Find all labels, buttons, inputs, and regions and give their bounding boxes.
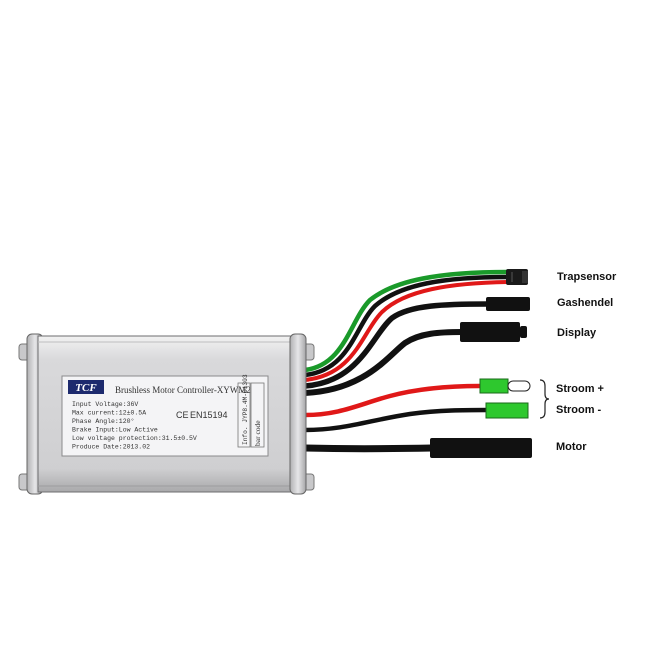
info-label: Info. JYP8.4M-D1303 — [242, 374, 249, 445]
spec-list: Input Voltage:36V Max current:12±0.5A Ph… — [72, 401, 197, 451]
wire-motor — [304, 444, 433, 453]
brand-logo: TCF — [68, 380, 104, 394]
ce-mark: CE — [176, 410, 189, 420]
info-box — [237, 382, 251, 448]
brand-logo-text: TCF — [75, 382, 97, 394]
plug-throttle — [486, 297, 530, 311]
spec-produce-date: Produce Date:2013.02 — [72, 444, 150, 451]
label-motor: Motor — [556, 441, 587, 453]
label-power-minus: Stroom - — [556, 404, 602, 416]
spec-phase-angle: Phase Angle:120° — [72, 417, 134, 425]
wire-pas-red — [304, 280, 509, 382]
label-throttle: Gashendel — [557, 297, 614, 309]
barcode-box — [250, 382, 265, 448]
spec-low-voltage: Low voltage protection:31.5±0.5V — [72, 435, 197, 442]
controller-title: Brushless Motor Controller-XYWM2 — [115, 385, 251, 395]
wire-pas-black — [304, 274, 509, 378]
brace-power — [539, 379, 550, 419]
spec-max-current: Max current:12±0.5A — [72, 410, 146, 417]
controller-casing — [18, 333, 315, 495]
wire-harness — [304, 269, 509, 453]
wire-power-minus — [304, 407, 489, 433]
plug-motor — [430, 438, 532, 458]
label-pas-sensor: Trapsensor — [557, 271, 617, 283]
barcode-label: bar code — [253, 420, 262, 446]
wire-throttle — [304, 301, 489, 389]
plug-power-minus — [485, 402, 529, 419]
wire-power-plus — [304, 383, 481, 418]
standard-label: EN15194 — [190, 410, 228, 420]
spec-input-voltage: Input Voltage:36V — [72, 401, 138, 408]
wire-pas-green — [304, 269, 509, 373]
label-display: Display — [557, 327, 597, 339]
plug-display — [460, 322, 527, 342]
spec-brake-input: Brake Input:Low Active — [72, 427, 158, 434]
plug-power-plus — [479, 378, 531, 394]
label-power-plus: Stroom + — [556, 383, 604, 395]
wire-display — [304, 329, 463, 396]
plug-pas — [506, 269, 528, 285]
